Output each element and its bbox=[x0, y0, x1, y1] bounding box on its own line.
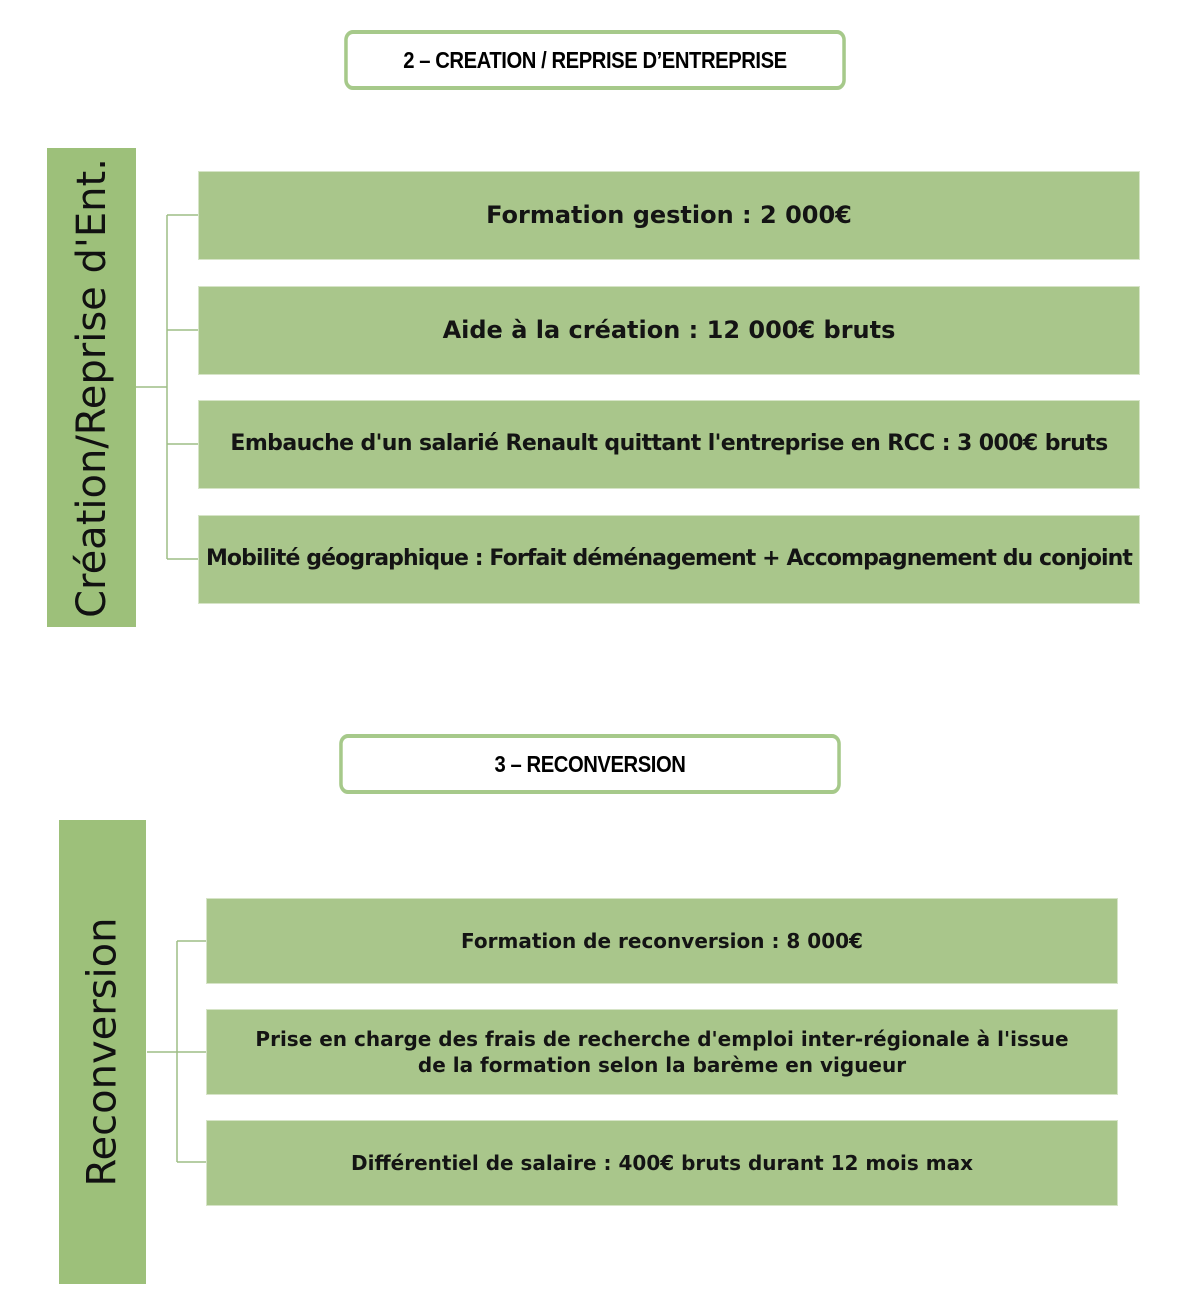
side-label-reconversion: Reconversion bbox=[59, 820, 146, 1284]
item-mobilite-geographique: Mobilité géographique : Forfait déménage… bbox=[198, 515, 1140, 604]
side-label-reconversion-text: Reconversion bbox=[79, 917, 126, 1187]
item-aide-creation: Aide à la création : 12 000€ bruts bbox=[198, 286, 1140, 375]
item-differentiel-salaire: Différentiel de salaire : 400€ bruts dur… bbox=[206, 1120, 1118, 1206]
item-formation-reconversion: Formation de reconversion : 8 000€ bbox=[206, 898, 1118, 984]
section-header-reconversion: 3 – RECONVERSION bbox=[339, 734, 841, 794]
item-frais-recherche-emploi: Prise en charge des frais de recherche d… bbox=[206, 1009, 1118, 1095]
section-header-creation: 2 – CREATION / REPRISE D’ENTREPRISE bbox=[344, 30, 846, 90]
item-embauche-salarie: Embauche d'un salarié Renault quittant l… bbox=[198, 400, 1140, 489]
item-formation-gestion: Formation gestion : 2 000€ bbox=[198, 171, 1140, 260]
side-label-creation: Création/Reprise d'Ent. bbox=[47, 148, 136, 627]
